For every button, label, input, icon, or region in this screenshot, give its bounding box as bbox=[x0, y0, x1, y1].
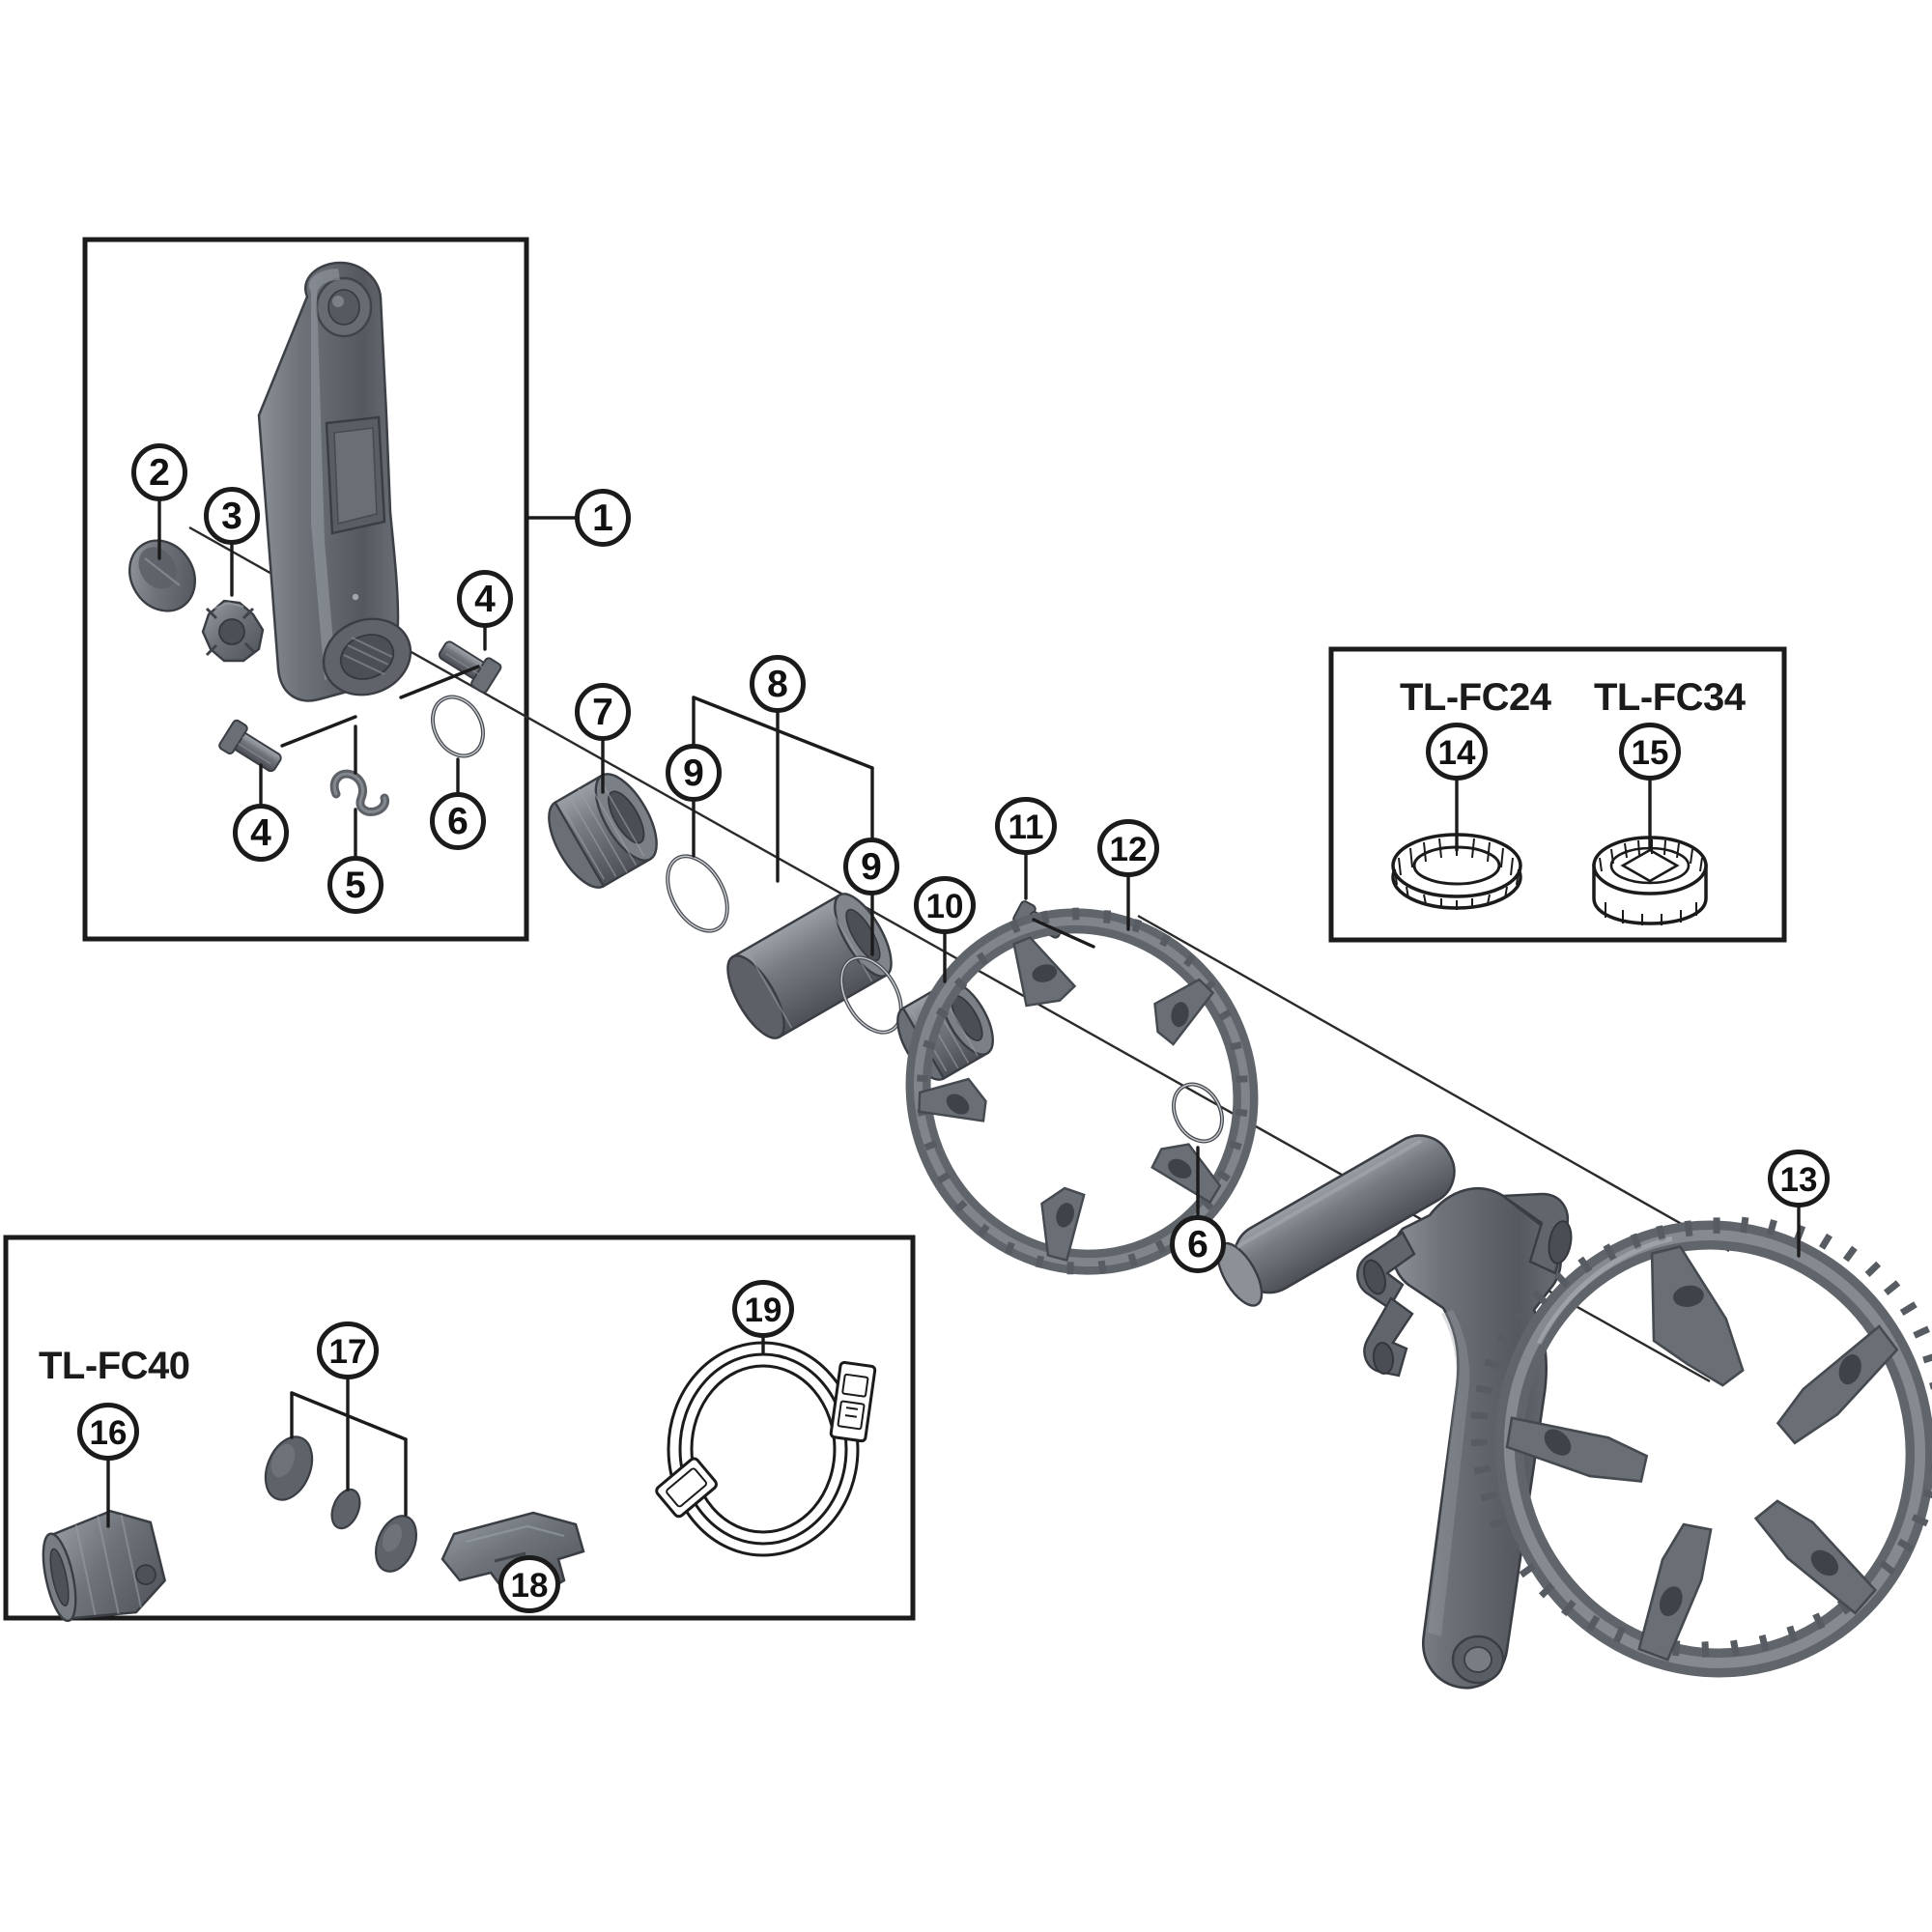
callout-number: 6 bbox=[1187, 1224, 1208, 1265]
callout-9-seal-ring-left[interactable]: 9 bbox=[666, 744, 722, 802]
secondary-axis-line bbox=[1137, 914, 1730, 1253]
callout-bubble-ring bbox=[575, 489, 631, 547]
callout-10-bb-cup-right[interactable]: 10 bbox=[914, 876, 976, 934]
part-sensor-adapter bbox=[201, 599, 265, 663]
power-meter-sensor-pod bbox=[325, 415, 386, 535]
callout-6-oring-left[interactable]: 6 bbox=[430, 792, 486, 850]
callout-bubble-ring bbox=[843, 838, 899, 895]
callout-number: 9 bbox=[683, 753, 704, 794]
callout-number: 14 bbox=[1438, 734, 1476, 772]
callout-4-fixing-bolt-upper[interactable]: 4 bbox=[457, 570, 513, 628]
callout-13-chainring-large[interactable]: 13 bbox=[1768, 1150, 1830, 1208]
callout-9-seal-ring-right[interactable]: 9 bbox=[843, 838, 899, 895]
tool-label-fc34: TL-FC34 bbox=[1594, 676, 1746, 719]
callout-number: 13 bbox=[1780, 1161, 1818, 1199]
callout-number: 16 bbox=[90, 1414, 128, 1452]
callout-5-safety-clip[interactable]: 5 bbox=[327, 856, 384, 914]
callout-bubble-ring bbox=[204, 487, 260, 545]
callout-number: 4 bbox=[250, 812, 271, 854]
callout-bubble-ring bbox=[1768, 1150, 1830, 1208]
callout-16-tool-body[interactable]: 16 bbox=[77, 1403, 139, 1461]
part-fixing-bolt-lower bbox=[218, 719, 282, 773]
callout-12-chainring-small[interactable]: 12 bbox=[1097, 819, 1159, 877]
part-left-crank-arm-unit bbox=[257, 261, 412, 702]
callout-bubble-ring bbox=[327, 856, 384, 914]
callout-bubble-ring bbox=[666, 744, 722, 802]
callout-number: 4 bbox=[474, 579, 496, 620]
callout-number: 5 bbox=[345, 865, 366, 906]
callout-number: 18 bbox=[511, 1567, 549, 1605]
callout-bubble-ring bbox=[750, 655, 806, 713]
callout-11-chainring-bolt[interactable]: 11 bbox=[995, 797, 1057, 855]
callout-2-cap[interactable]: 2 bbox=[131, 443, 187, 501]
callout-bubble-ring bbox=[732, 1280, 794, 1338]
callout-bubble-ring bbox=[1170, 1215, 1226, 1273]
callout-18-tool-holder[interactable]: 18 bbox=[498, 1555, 560, 1613]
callout-8-inner-sleeve[interactable]: 8 bbox=[750, 655, 806, 713]
callout-bubble-ring bbox=[317, 1321, 379, 1379]
callout-15-tool-fc34[interactable]: 15 bbox=[1619, 723, 1681, 781]
callout-number: 10 bbox=[926, 888, 964, 925]
tool-fc40-body bbox=[42, 1509, 167, 1623]
tool-box-fc24-fc34 bbox=[1328, 646, 1787, 943]
part-fixing-bolt-upper bbox=[438, 640, 502, 694]
tool-tl-fc24 bbox=[1391, 833, 1522, 910]
callout-3-adapter[interactable]: 3 bbox=[204, 487, 260, 545]
callout-bubble-ring bbox=[233, 804, 289, 862]
callout-bubble-ring bbox=[1619, 723, 1681, 781]
callout-bubble-ring bbox=[77, 1403, 139, 1461]
callout-bubble-ring bbox=[131, 443, 187, 501]
part-o-ring-left bbox=[431, 695, 485, 758]
part-usb-charging-cable bbox=[655, 1341, 877, 1557]
callout-7-bb-cup-left[interactable]: 7 bbox=[575, 683, 631, 741]
callout-number: 7 bbox=[592, 692, 613, 733]
part-outer-chainring bbox=[1470, 1216, 1932, 1678]
callout-bubble-ring bbox=[1426, 723, 1488, 781]
callout-bubble-ring bbox=[914, 876, 976, 934]
tool-box-fc40 bbox=[3, 1235, 916, 1621]
callout-bubble-ring bbox=[498, 1555, 560, 1613]
callout-number: 3 bbox=[221, 496, 242, 537]
callout-14-tool-fc24[interactable]: 14 bbox=[1426, 723, 1488, 781]
callout-number: 6 bbox=[447, 801, 469, 842]
part-o-ring-right bbox=[1172, 1082, 1224, 1144]
callout-4-fixing-bolt-lower[interactable]: 4 bbox=[233, 804, 289, 862]
callout-number: 15 bbox=[1632, 734, 1669, 772]
callout-number: 1 bbox=[592, 497, 613, 539]
crank-spindle-boss bbox=[322, 617, 412, 696]
tool-label-fc24: TL-FC24 bbox=[1400, 676, 1551, 719]
part-seal-ring-left bbox=[666, 854, 729, 933]
callout-bubble-ring bbox=[575, 683, 631, 741]
callout-bubble-ring bbox=[457, 570, 513, 628]
callout-1-left-crank-arm-unit[interactable]: 1 bbox=[575, 489, 631, 547]
left-crank-assembly-box bbox=[82, 237, 529, 942]
callout-number: 2 bbox=[149, 452, 170, 494]
callout-bubble-ring bbox=[430, 792, 486, 850]
callout-number: 11 bbox=[1009, 809, 1044, 846]
part-seal-ring-right bbox=[839, 955, 903, 1035]
part-safety-retaining-clip bbox=[329, 769, 389, 816]
part-bb-cup-left bbox=[548, 773, 658, 889]
callout-19-charging-cable[interactable]: 19 bbox=[732, 1280, 794, 1338]
callout-bubble-ring bbox=[995, 797, 1057, 855]
part-seal-pads bbox=[264, 1435, 417, 1573]
callout-number: 8 bbox=[767, 664, 788, 705]
callout-number: 17 bbox=[329, 1333, 367, 1371]
tool-label-fc40: TL-FC40 bbox=[39, 1345, 190, 1387]
callout-number: 12 bbox=[1110, 831, 1148, 868]
callout-number: 9 bbox=[861, 846, 882, 888]
callout-bubble-ring bbox=[1097, 819, 1159, 877]
callout-leader-lines bbox=[106, 494, 1801, 1609]
part-inner-chainring bbox=[905, 907, 1259, 1275]
part-inner-sleeve bbox=[726, 893, 893, 1039]
part-battery-cover-cap bbox=[128, 539, 196, 612]
callout-number: 19 bbox=[745, 1292, 782, 1329]
callout-6-oring-right[interactable]: 6 bbox=[1170, 1215, 1226, 1273]
tool-tl-fc34 bbox=[1592, 836, 1708, 925]
callout-17-seal-pads[interactable]: 17 bbox=[317, 1321, 379, 1379]
